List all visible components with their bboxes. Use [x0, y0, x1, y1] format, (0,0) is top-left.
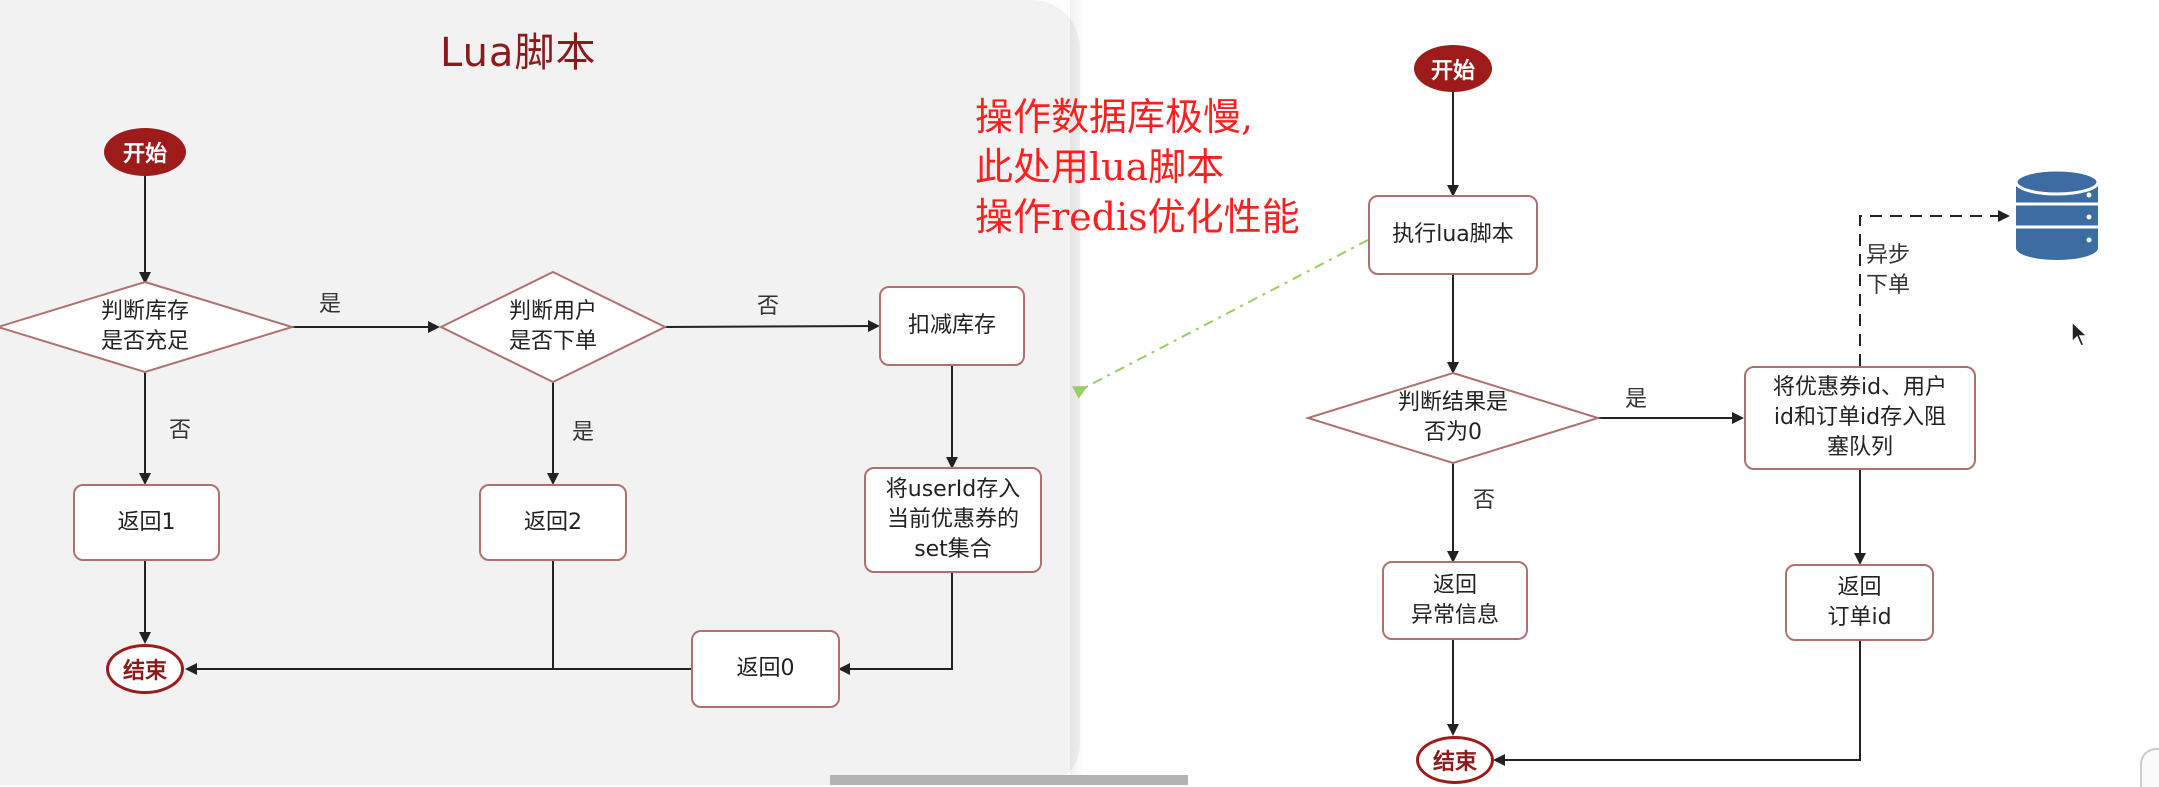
label-user-no: 否	[757, 294, 780, 319]
decision-user-shape	[438, 270, 668, 384]
async-line2: 下单	[1866, 273, 1911, 298]
decision-result-shape	[1304, 371, 1602, 465]
return-order-line1: 返回	[1837, 574, 1882, 600]
decision-stock-label: 判断库存 是否充足	[45, 297, 245, 357]
return-error-node: 返回 异常信息	[1382, 561, 1528, 640]
right-flow-arrows	[1447, 92, 2010, 766]
lua-script-panel	[0, 0, 1080, 785]
save-user-node: 将userId存入 当前优惠券的 set集合	[864, 467, 1042, 573]
return1-node: 返回1	[73, 484, 220, 561]
mouse-cursor-icon	[2071, 320, 2089, 347]
right-end-node: 结束	[1416, 736, 1494, 784]
exec-lua-node: 执行lua脚本	[1368, 195, 1538, 275]
panel-title: Lua脚本	[440, 30, 597, 76]
decision-user-line1: 判断用户	[508, 299, 597, 324]
save-user-line3: set集合	[914, 537, 992, 562]
decision-stock-line2: 是否充足	[100, 329, 189, 354]
return-error-line1: 返回	[1432, 572, 1477, 598]
enqueue-line1: 将优惠券id、用户	[1772, 375, 1948, 400]
label-result-yes: 是	[1625, 387, 1648, 412]
arrow-return-to-end	[1493, 641, 1861, 766]
annotation-line2: 此处用lua脚本	[975, 145, 1225, 189]
deduct-stock-label: 扣减库存	[907, 313, 996, 338]
left-end-node: 结束	[106, 644, 184, 694]
arrow-user-no	[664, 320, 880, 333]
label-user-yes: 是	[572, 420, 595, 445]
return2-label: 返回2	[524, 509, 582, 535]
enqueue-line2: id和订单id存入阻	[1773, 405, 1947, 430]
annotation-line1: 操作数据库极慢,	[975, 95, 1254, 139]
label-result-no: 否	[1473, 488, 1496, 513]
enqueue-node: 将优惠券id、用户 id和订单id存入阻 塞队列	[1744, 366, 1976, 470]
return1-label: 返回1	[117, 509, 176, 535]
label-stock-yes: 是	[319, 292, 342, 317]
decision-stock-shape	[0, 280, 296, 374]
enqueue-line3: 塞队列	[1826, 435, 1893, 460]
async-label: 异步 下单	[1866, 241, 1910, 301]
right-start-node: 开始	[1414, 45, 1492, 92]
left-start-label: 开始	[122, 142, 167, 167]
decision-result-line1: 判断结果是	[1397, 390, 1508, 415]
annotation-note: 操作数据库极慢, 此处用lua脚本 操作redis优化性能	[975, 92, 1300, 242]
decision-user-line2: 是否下单	[508, 329, 597, 354]
label-stock-no: 否	[169, 418, 192, 443]
annotation-line3: 操作redis优化性能	[975, 195, 1300, 239]
decision-stock-line1: 判断库存	[100, 299, 189, 324]
right-end-label: 结束	[1432, 750, 1477, 775]
corner-widget[interactable]	[2140, 748, 2159, 787]
decision-result-label: 判断结果是 否为0	[1353, 388, 1553, 448]
return-order-line2: 订单id	[1827, 604, 1892, 630]
exec-lua-label: 执行lua脚本	[1392, 222, 1514, 247]
async-line1: 异步	[1866, 243, 1911, 268]
return0-label: 返回0	[736, 656, 795, 681]
deduct-stock-node: 扣减库存	[879, 286, 1025, 366]
save-user-line1: 将userId存入	[885, 477, 1021, 502]
return-order-node: 返回 订单id	[1785, 564, 1934, 641]
horizontal-scrollbar[interactable]	[830, 775, 1188, 785]
decision-result-line2: 否为0	[1424, 420, 1482, 445]
decision-user-label: 判断用户 是否下单	[453, 297, 653, 357]
left-end-label: 结束	[122, 659, 167, 684]
return-error-line2: 异常信息	[1410, 602, 1499, 628]
arrow-async-to-db	[1859, 210, 2010, 366]
right-start-label: 开始	[1430, 58, 1475, 84]
arrow-save-to-return0	[838, 573, 953, 675]
save-user-line2: 当前优惠券的	[886, 507, 1019, 532]
annotation-connector	[1072, 239, 1369, 399]
return2-node: 返回2	[479, 484, 627, 561]
return0-node: 返回0	[691, 630, 840, 708]
database-icon	[2014, 168, 2100, 260]
left-start-node: 开始	[104, 128, 186, 176]
left-flow-arrows	[139, 175, 958, 675]
